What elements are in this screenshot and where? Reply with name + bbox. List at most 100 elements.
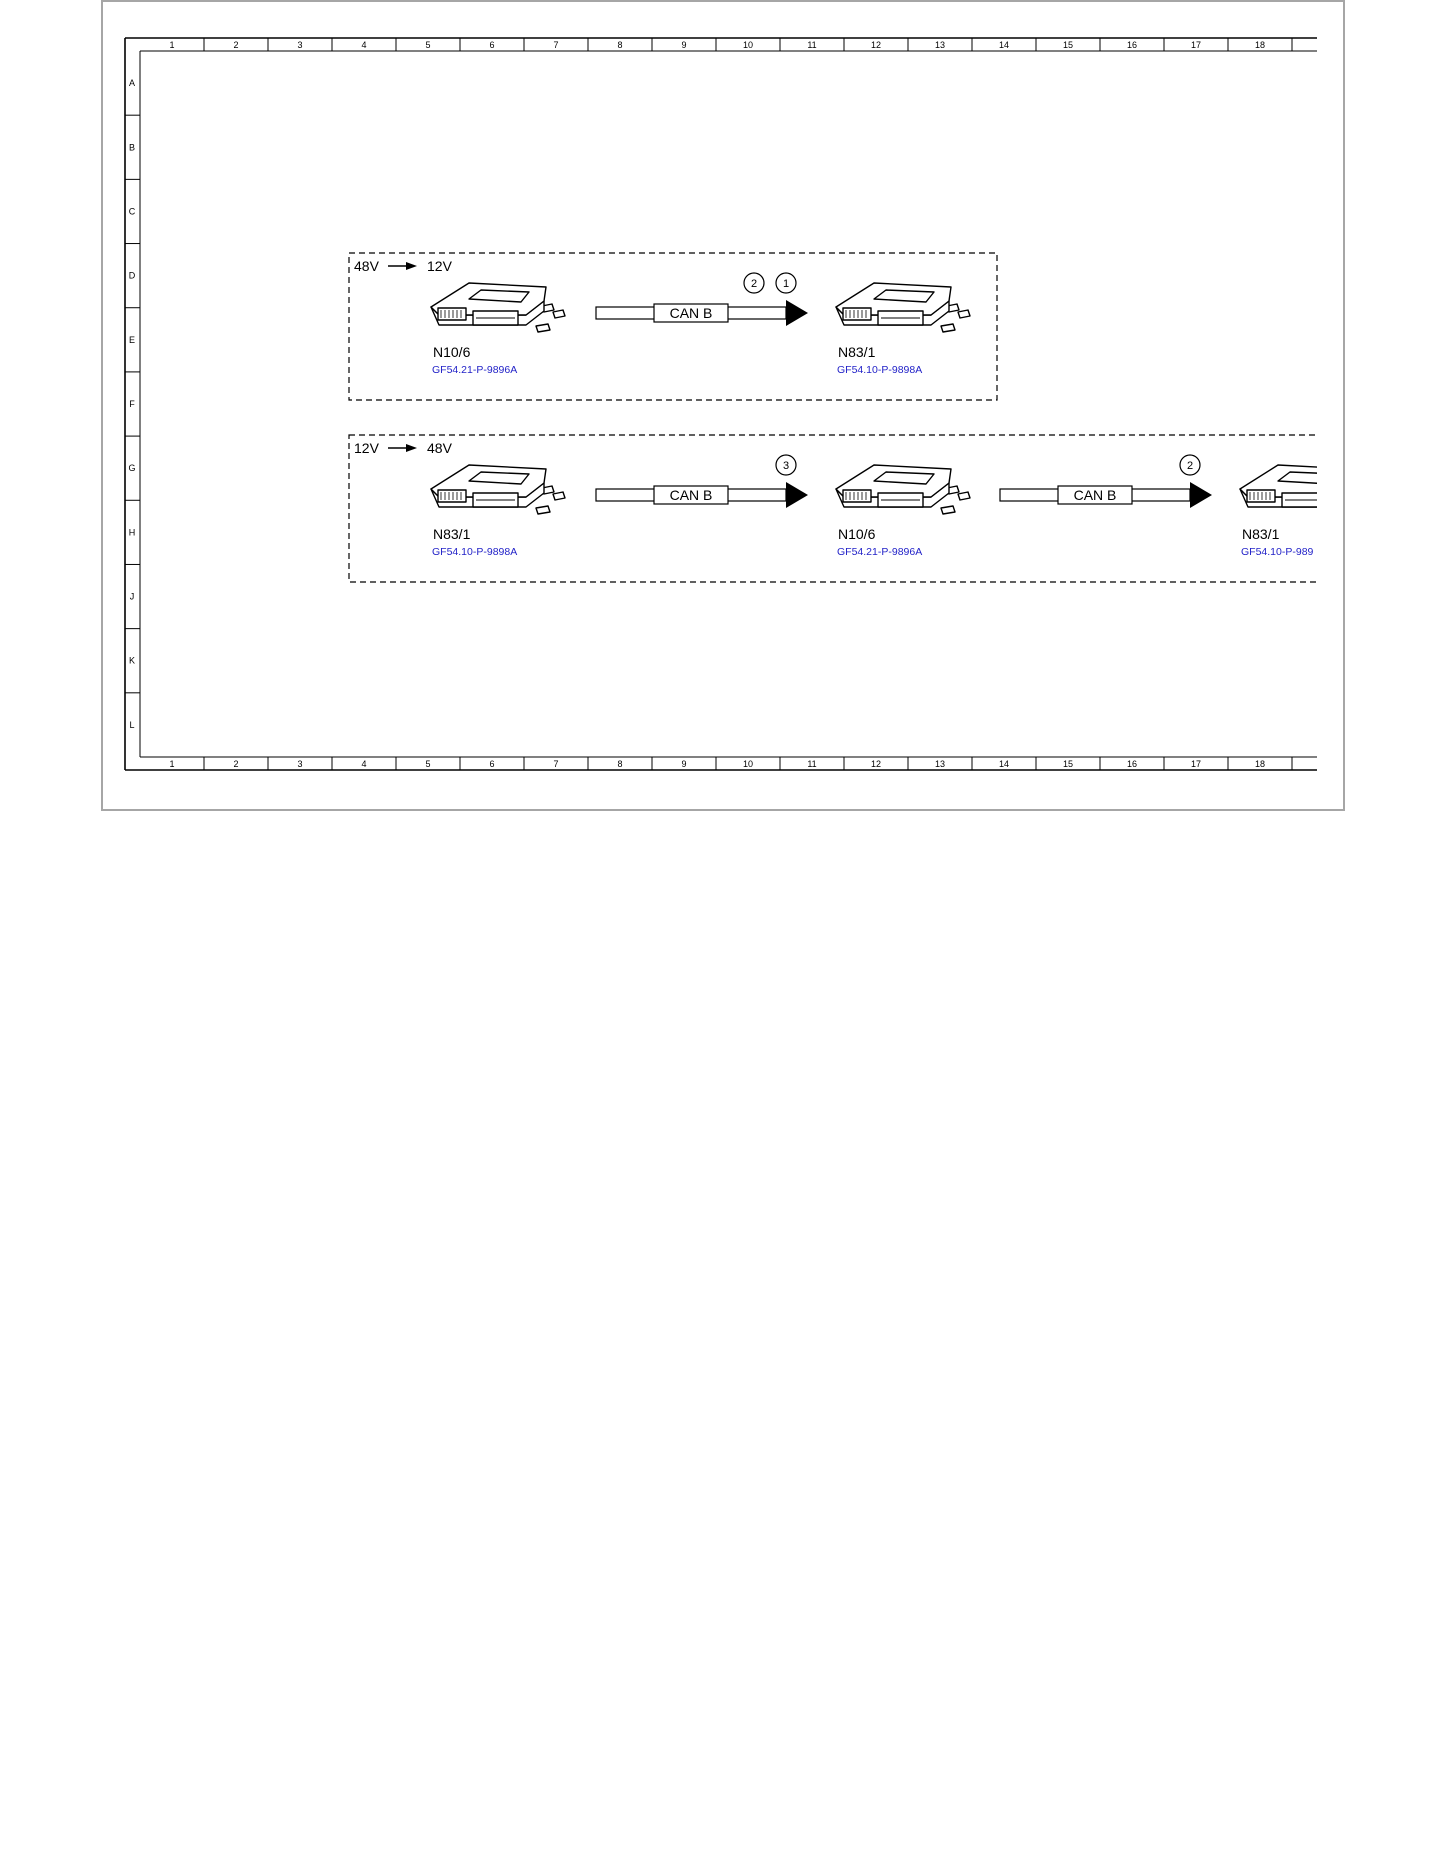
row-label: F	[129, 399, 135, 409]
page-frame	[101, 0, 1345, 811]
row-label: H	[129, 527, 136, 537]
module-id: N10/6	[433, 344, 471, 360]
column-label-top: 11	[807, 40, 816, 50]
connector-left	[437, 489, 467, 503]
column-label-top: 18	[1255, 40, 1265, 50]
housing-window	[468, 289, 530, 303]
column-label-bottom: 5	[425, 759, 430, 769]
module-reference-link: GF54.21-P-9896A	[837, 546, 922, 558]
column-label-bottom: 2	[233, 759, 238, 769]
mounting-tab	[957, 309, 971, 319]
direction-to-label: 12V	[427, 258, 453, 274]
column-label-bottom: 18	[1255, 759, 1265, 769]
column-label-top: 1	[169, 40, 174, 50]
module-reference-link: GF54.10-P-9898A	[432, 546, 517, 558]
arrow-head	[786, 482, 808, 508]
note-marker	[743, 272, 765, 294]
mounting-tab	[940, 505, 956, 515]
row-label: J	[130, 592, 135, 602]
column-label-bottom: 3	[297, 759, 302, 769]
note-marker-number: 2	[1187, 460, 1193, 472]
direction-from-label: 48V	[354, 258, 380, 274]
mounting-tab	[1362, 492, 1374, 500]
bus-label-box	[1057, 485, 1133, 505]
group-boundary	[348, 434, 1317, 583]
row-label: K	[129, 656, 135, 666]
column-label-top: 16	[1127, 40, 1137, 50]
bus-label: CAN B	[670, 305, 713, 321]
module-reference-link: GF54.10-P-9898A	[837, 364, 922, 376]
mounting-tab	[957, 491, 971, 501]
group-boundary	[348, 252, 998, 401]
control-unit-icon	[430, 464, 566, 515]
column-label-top: 7	[553, 40, 558, 50]
control-unit-icon	[835, 464, 971, 515]
column-label-top: 9	[681, 40, 686, 50]
column-label-top: 4	[361, 40, 366, 50]
row-label: C	[129, 206, 136, 216]
mounting-tab	[535, 505, 551, 515]
column-label-top: 5	[425, 40, 430, 50]
column-label-bottom: 9	[681, 759, 686, 769]
note-marker-number: 2	[751, 278, 757, 290]
direction-from-label: 12V	[354, 440, 380, 456]
column-label-bottom: 13	[935, 759, 945, 769]
note-marker-number: 3	[783, 460, 789, 472]
row-label: L	[129, 720, 134, 730]
connector-left	[842, 307, 872, 321]
column-label-top: 3	[297, 40, 302, 50]
mounting-tab	[535, 323, 551, 333]
column-label-top: 14	[999, 40, 1009, 50]
column-label-bottom: 1	[169, 759, 174, 769]
direction-to-label: 48V	[427, 440, 453, 456]
module-id: N10/6	[838, 526, 876, 542]
column-label-top: 2	[233, 40, 238, 50]
control-unit-icon	[430, 282, 566, 333]
column-label-bottom: 12	[871, 759, 881, 769]
arrow-head	[786, 300, 808, 326]
column-label-top: 10	[743, 40, 753, 50]
mounting-tab	[552, 309, 566, 319]
column-label-bottom: 11	[807, 759, 816, 769]
row-label: E	[129, 335, 135, 345]
arrow-head	[1190, 482, 1212, 508]
mounting-tab	[552, 491, 566, 501]
column-label-top: 8	[617, 40, 622, 50]
row-label: G	[128, 463, 135, 473]
module-id: N83/1	[433, 526, 471, 542]
module-id: N83/1	[838, 344, 876, 360]
module-reference-link: GF54.10-P-989	[1241, 546, 1314, 558]
column-label-bottom: 14	[999, 759, 1009, 769]
column-label-bottom: 15	[1063, 759, 1073, 769]
bus-label-box	[653, 485, 729, 505]
mounting-tab	[1351, 486, 1363, 494]
direction-arrow-head	[406, 262, 417, 270]
module-reference-link: GF54.21-P-9896A	[432, 364, 517, 376]
control-unit-icon	[835, 282, 971, 333]
column-label-top: 17	[1191, 40, 1201, 50]
row-label: D	[129, 271, 136, 281]
module-id: N83/1	[1242, 526, 1280, 542]
column-label-bottom: 6	[489, 759, 494, 769]
row-label: A	[129, 78, 135, 88]
mounting-tab	[940, 323, 956, 333]
wiring-diagram: 1122334455667788991010111112121313141415…	[124, 37, 1374, 771]
bus-label-box	[653, 303, 729, 323]
column-label-bottom: 4	[361, 759, 366, 769]
housing-window	[468, 471, 530, 485]
note-marker	[1179, 454, 1201, 476]
column-label-bottom: 17	[1191, 759, 1201, 769]
bus-label: CAN B	[1074, 487, 1117, 503]
connector-left	[1246, 489, 1276, 503]
column-label-bottom: 8	[617, 759, 622, 769]
column-label-top: 15	[1063, 40, 1073, 50]
control-unit-icon	[1239, 464, 1374, 508]
connector-left	[437, 307, 467, 321]
column-label-top: 13	[935, 40, 945, 50]
note-marker-number: 1	[783, 278, 789, 290]
column-label-bottom: 16	[1127, 759, 1137, 769]
bus-label: CAN B	[670, 487, 713, 503]
row-label: B	[129, 142, 135, 152]
